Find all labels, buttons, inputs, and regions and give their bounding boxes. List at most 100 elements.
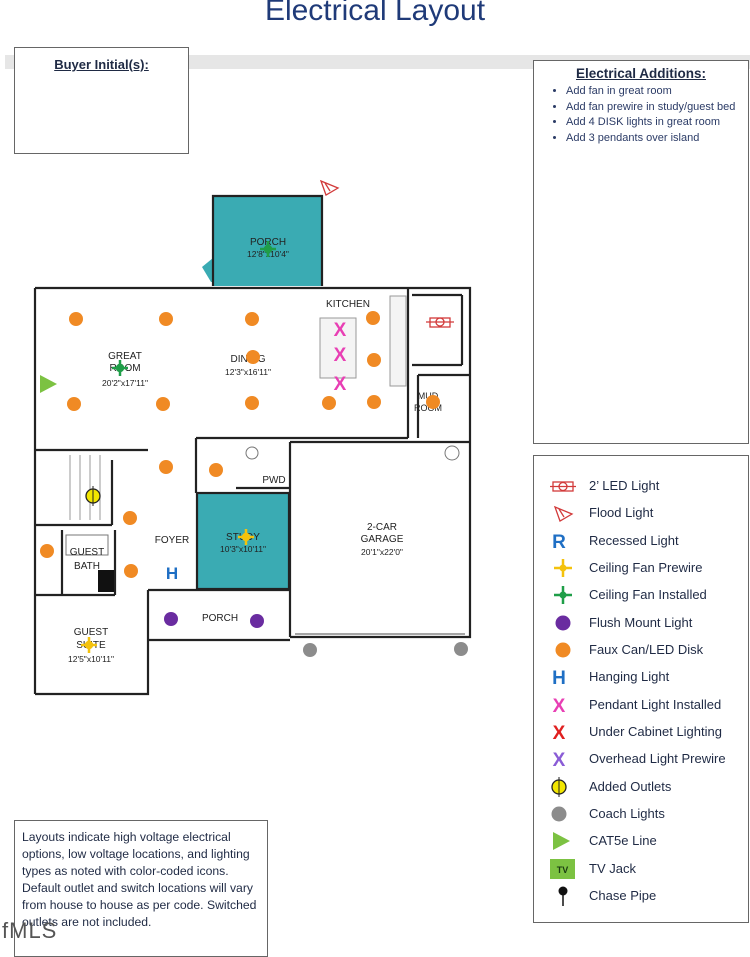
ceiling-fan-installed-marker [112, 360, 128, 376]
room-dining-size: 12'3"x16'11" [225, 367, 271, 377]
faux-can-marker [159, 312, 173, 326]
room-mud: MUD [418, 391, 439, 401]
buyer-initials-label: Buyer Initial(s): [54, 57, 149, 72]
flush-mount-marker [164, 612, 178, 626]
room-porch-front: PORCH [202, 613, 238, 624]
room-kitchen: KITCHEN [326, 299, 370, 310]
bath-tub [98, 570, 114, 592]
faux-can-marker [245, 396, 259, 410]
pendant-light-marker: X [334, 374, 347, 395]
additions-list: Add fan in great room Add fan prewire in… [534, 84, 748, 145]
room-guest-suite-size: 12'5"x10'11" [68, 654, 114, 664]
kitchen-island [319, 317, 357, 379]
back-porch-step [202, 258, 213, 282]
room-great-room: GREAT [108, 351, 142, 362]
faux-can-marker [245, 312, 259, 326]
svg-text:X: X [553, 750, 566, 770]
legend-row-hanging: H Hanging Light [534, 664, 748, 690]
room-study-size: 10'3"x10'11" [220, 544, 266, 554]
floor-plan: PORCH 12'8"x10'4" GREAT ROOM 20'2"x17'11… [33, 179, 472, 696]
legend-row-faux-can: Faux Can/LED Disk [534, 637, 748, 663]
chase-pipe-icon [558, 886, 568, 906]
legend-row-under-cabinet: X Under Cabinet Lighting [534, 719, 748, 745]
hanging-light-marker: H [166, 564, 178, 583]
cat5e-marker [40, 375, 57, 393]
flood-light-marker [319, 179, 340, 196]
svg-text:X: X [553, 723, 566, 743]
legend-row-coach: Coach Lights [534, 801, 748, 827]
faux-can-marker [40, 544, 54, 558]
svg-text:TV: TV [557, 865, 569, 875]
faux-can-marker [367, 395, 381, 409]
faux-can-marker [367, 353, 381, 367]
legend-row-pendant: X Pendant Light Installed [534, 692, 748, 718]
faux-can-marker [209, 463, 223, 477]
room-garage-2: GARAGE [361, 534, 404, 545]
room-garage: 2-CAR [367, 522, 397, 533]
faux-can-marker [246, 350, 260, 364]
ceiling-fan-installed-icon [554, 586, 572, 604]
legend-row-flood: Flood Light [534, 500, 748, 526]
page-title: Electrical Layout [264, 0, 486, 27]
ceiling-fan-prewire-marker [238, 529, 254, 545]
tv-jack-icon: TV [550, 859, 575, 879]
legend-row-led: 2’ LED Light [534, 473, 748, 499]
ceiling-fan-prewire-marker [81, 637, 97, 653]
pendant-light-marker: X [334, 345, 347, 366]
mud-sink [444, 445, 460, 461]
ceiling-fan-prewire-icon [554, 559, 572, 577]
buyer-initials-box[interactable]: Buyer Initial(s): [14, 47, 189, 154]
pwd-toilet [245, 446, 259, 460]
coach-light-marker [303, 643, 317, 657]
electrical-additions-panel: Electrical Additions: Add fan in great r… [533, 60, 749, 444]
legend-row-fan-prewire: Ceiling Fan Prewire [534, 555, 748, 581]
faux-can-marker [366, 311, 380, 325]
legend-panel: 2’ LED Light Flood Light R Recessed Ligh… [533, 455, 749, 923]
room-guest-bath: GUEST [70, 547, 104, 558]
coach-light-marker [454, 642, 468, 656]
faux-can-marker [156, 397, 170, 411]
pendant-light-marker: X [334, 320, 347, 341]
kitchen-counter [389, 295, 407, 387]
coach-lights-icon [551, 806, 567, 822]
legend-row-chase-pipe: Chase Pipe [534, 883, 748, 909]
list-item: Add fan prewire in study/guest bed [566, 100, 742, 115]
watermark-logo: fMLS [2, 918, 58, 943]
legend-row-added-outlets: Added Outlets [534, 774, 748, 800]
svg-text:H: H [552, 668, 566, 688]
faux-can-marker [67, 397, 81, 411]
ceiling-fan-installed-marker [260, 241, 276, 257]
room-foyer: FOYER [155, 535, 189, 546]
legend-row-recessed: R Recessed Light [534, 528, 748, 554]
disclaimer-text: Layouts indicate high voltage electrical… [22, 830, 257, 929]
faux-can-marker [124, 564, 138, 578]
faux-can-marker [159, 460, 173, 474]
overhead-light-prewire-icon: X [553, 750, 566, 770]
under-cabinet-lighting-icon: X [553, 723, 566, 743]
faux-can-marker [426, 395, 440, 409]
disclaimer-note: Layouts indicate high voltage electrical… [14, 820, 268, 957]
list-item: Add fan in great room [566, 84, 742, 99]
faux-can-led-disk-icon [555, 642, 571, 658]
list-item: Add 3 pendants over island [566, 131, 742, 146]
room-garage-size: 20'1"x22'0" [361, 547, 403, 557]
bath-fixture [65, 534, 109, 556]
led-light-icon [550, 481, 576, 492]
legend-row-tv-jack: TV TV Jack [534, 856, 748, 882]
hanging-light-icon: H [552, 668, 566, 688]
legend-row-overhead-prewire: X Overhead Light Prewire [534, 746, 748, 772]
cat5e-line-icon [553, 832, 570, 850]
room-mud-2: ROOM [414, 403, 442, 413]
svg-text:X: X [553, 696, 566, 716]
room-pwd: PWD [262, 475, 285, 486]
flush-mount-light-icon [555, 615, 571, 631]
room-guest-bath-2: BATH [74, 561, 100, 572]
list-item: Add 4 DISK lights in great room [566, 115, 742, 130]
flush-mount-marker [250, 614, 264, 628]
room-great-room-size: 20'2"x17'11" [102, 378, 148, 388]
faux-can-marker [322, 396, 336, 410]
study-fill [197, 493, 289, 589]
recessed-light-icon: R [552, 532, 566, 552]
legend-row-fan-installed: Ceiling Fan Installed [534, 582, 748, 608]
pendant-light-installed-icon: X [553, 696, 566, 716]
